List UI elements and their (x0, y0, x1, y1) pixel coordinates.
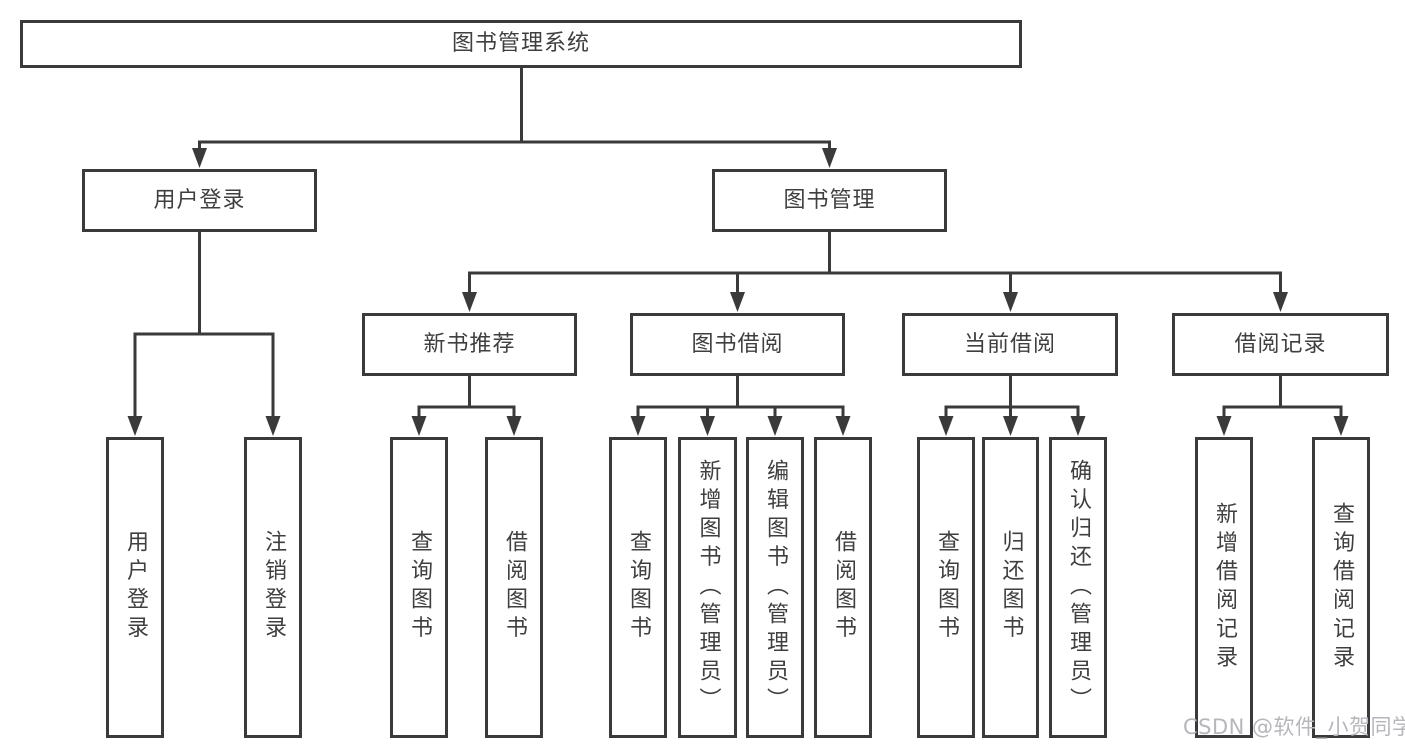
leaf-bookborrow-borrow-books: 借阅图书 (814, 437, 872, 738)
node-label: 新书推荐 (423, 331, 516, 357)
node-new-book-recommend: 新书推荐 (362, 313, 577, 376)
leaf-currentborrow-confirm-return-admin: 确认归还（管理员） (1049, 437, 1107, 738)
node-label: 用户登录 (153, 187, 246, 213)
node-label: 借阅图书 (831, 530, 856, 645)
leaf-records-add-borrow-record: 新增借阅记录 (1195, 437, 1253, 738)
node-user-login: 用户登录 (82, 169, 317, 232)
leaf-bookborrow-edit-books-admin: 编辑图书（管理员） (746, 437, 804, 738)
node-label: 新增借阅记录 (1212, 501, 1237, 674)
edge-bookmgmt-to-level3 (468, 232, 1282, 296)
node-label: 注销登录 (261, 530, 286, 645)
node-label: 当前借阅 (963, 331, 1056, 357)
leaf-bookborrow-query-books: 查询图书 (609, 437, 667, 738)
node-label: 借阅图书 (502, 530, 527, 645)
node-label: 借阅记录 (1234, 331, 1327, 357)
csdn-watermark: CSDN @软件_小贺同学 (1183, 715, 1405, 739)
node-label: 查询图书 (934, 530, 959, 645)
leaf-logout: 注销登录 (244, 437, 302, 738)
node-borrow-records: 借阅记录 (1172, 313, 1389, 376)
node-label: 查询图书 (626, 530, 651, 645)
node-book-borrow: 图书借阅 (630, 313, 845, 376)
node-label: 查询借阅记录 (1329, 501, 1354, 674)
edge-root-to-level2 (198, 67, 831, 151)
node-label: 查询图书 (407, 530, 432, 645)
node-label: 新增图书（管理员） (695, 458, 721, 717)
leaf-bookborrow-add-books-admin: 新增图书（管理员） (678, 437, 737, 738)
edge-currentborrow-to-leaves (944, 376, 1080, 420)
node-label: 确认归还（管理员） (1066, 458, 1091, 717)
edge-userlogin-to-leaves (133, 232, 275, 420)
node-label: 编辑图书（管理员） (763, 458, 788, 717)
node-label: 图书管理 (783, 187, 876, 213)
edge-bookborrow-to-leaves (636, 376, 845, 420)
node-label: 归还图书 (998, 530, 1024, 645)
edge-borrowrecords-to-leaves (1222, 376, 1343, 420)
node-label: 图书借阅 (691, 331, 784, 357)
leaf-newbook-borrow-books: 借阅图书 (485, 437, 543, 738)
node-current-borrow: 当前借阅 (902, 313, 1118, 376)
edge-newbook-to-leaves (417, 376, 516, 420)
leaf-currentborrow-return-books: 归还图书 (982, 437, 1039, 738)
leaf-currentborrow-query-books: 查询图书 (917, 437, 975, 738)
leaf-newbook-query-books: 查询图书 (390, 437, 448, 738)
leaf-records-query-borrow-record: 查询借阅记录 (1312, 437, 1370, 738)
leaf-user-login: 用户登录 (106, 437, 164, 738)
node-library-management-system: 图书管理系统 (20, 20, 1022, 68)
node-label: 图书管理系统 (451, 31, 590, 56)
node-book-management: 图书管理 (712, 169, 947, 232)
node-label: 用户登录 (123, 530, 148, 645)
